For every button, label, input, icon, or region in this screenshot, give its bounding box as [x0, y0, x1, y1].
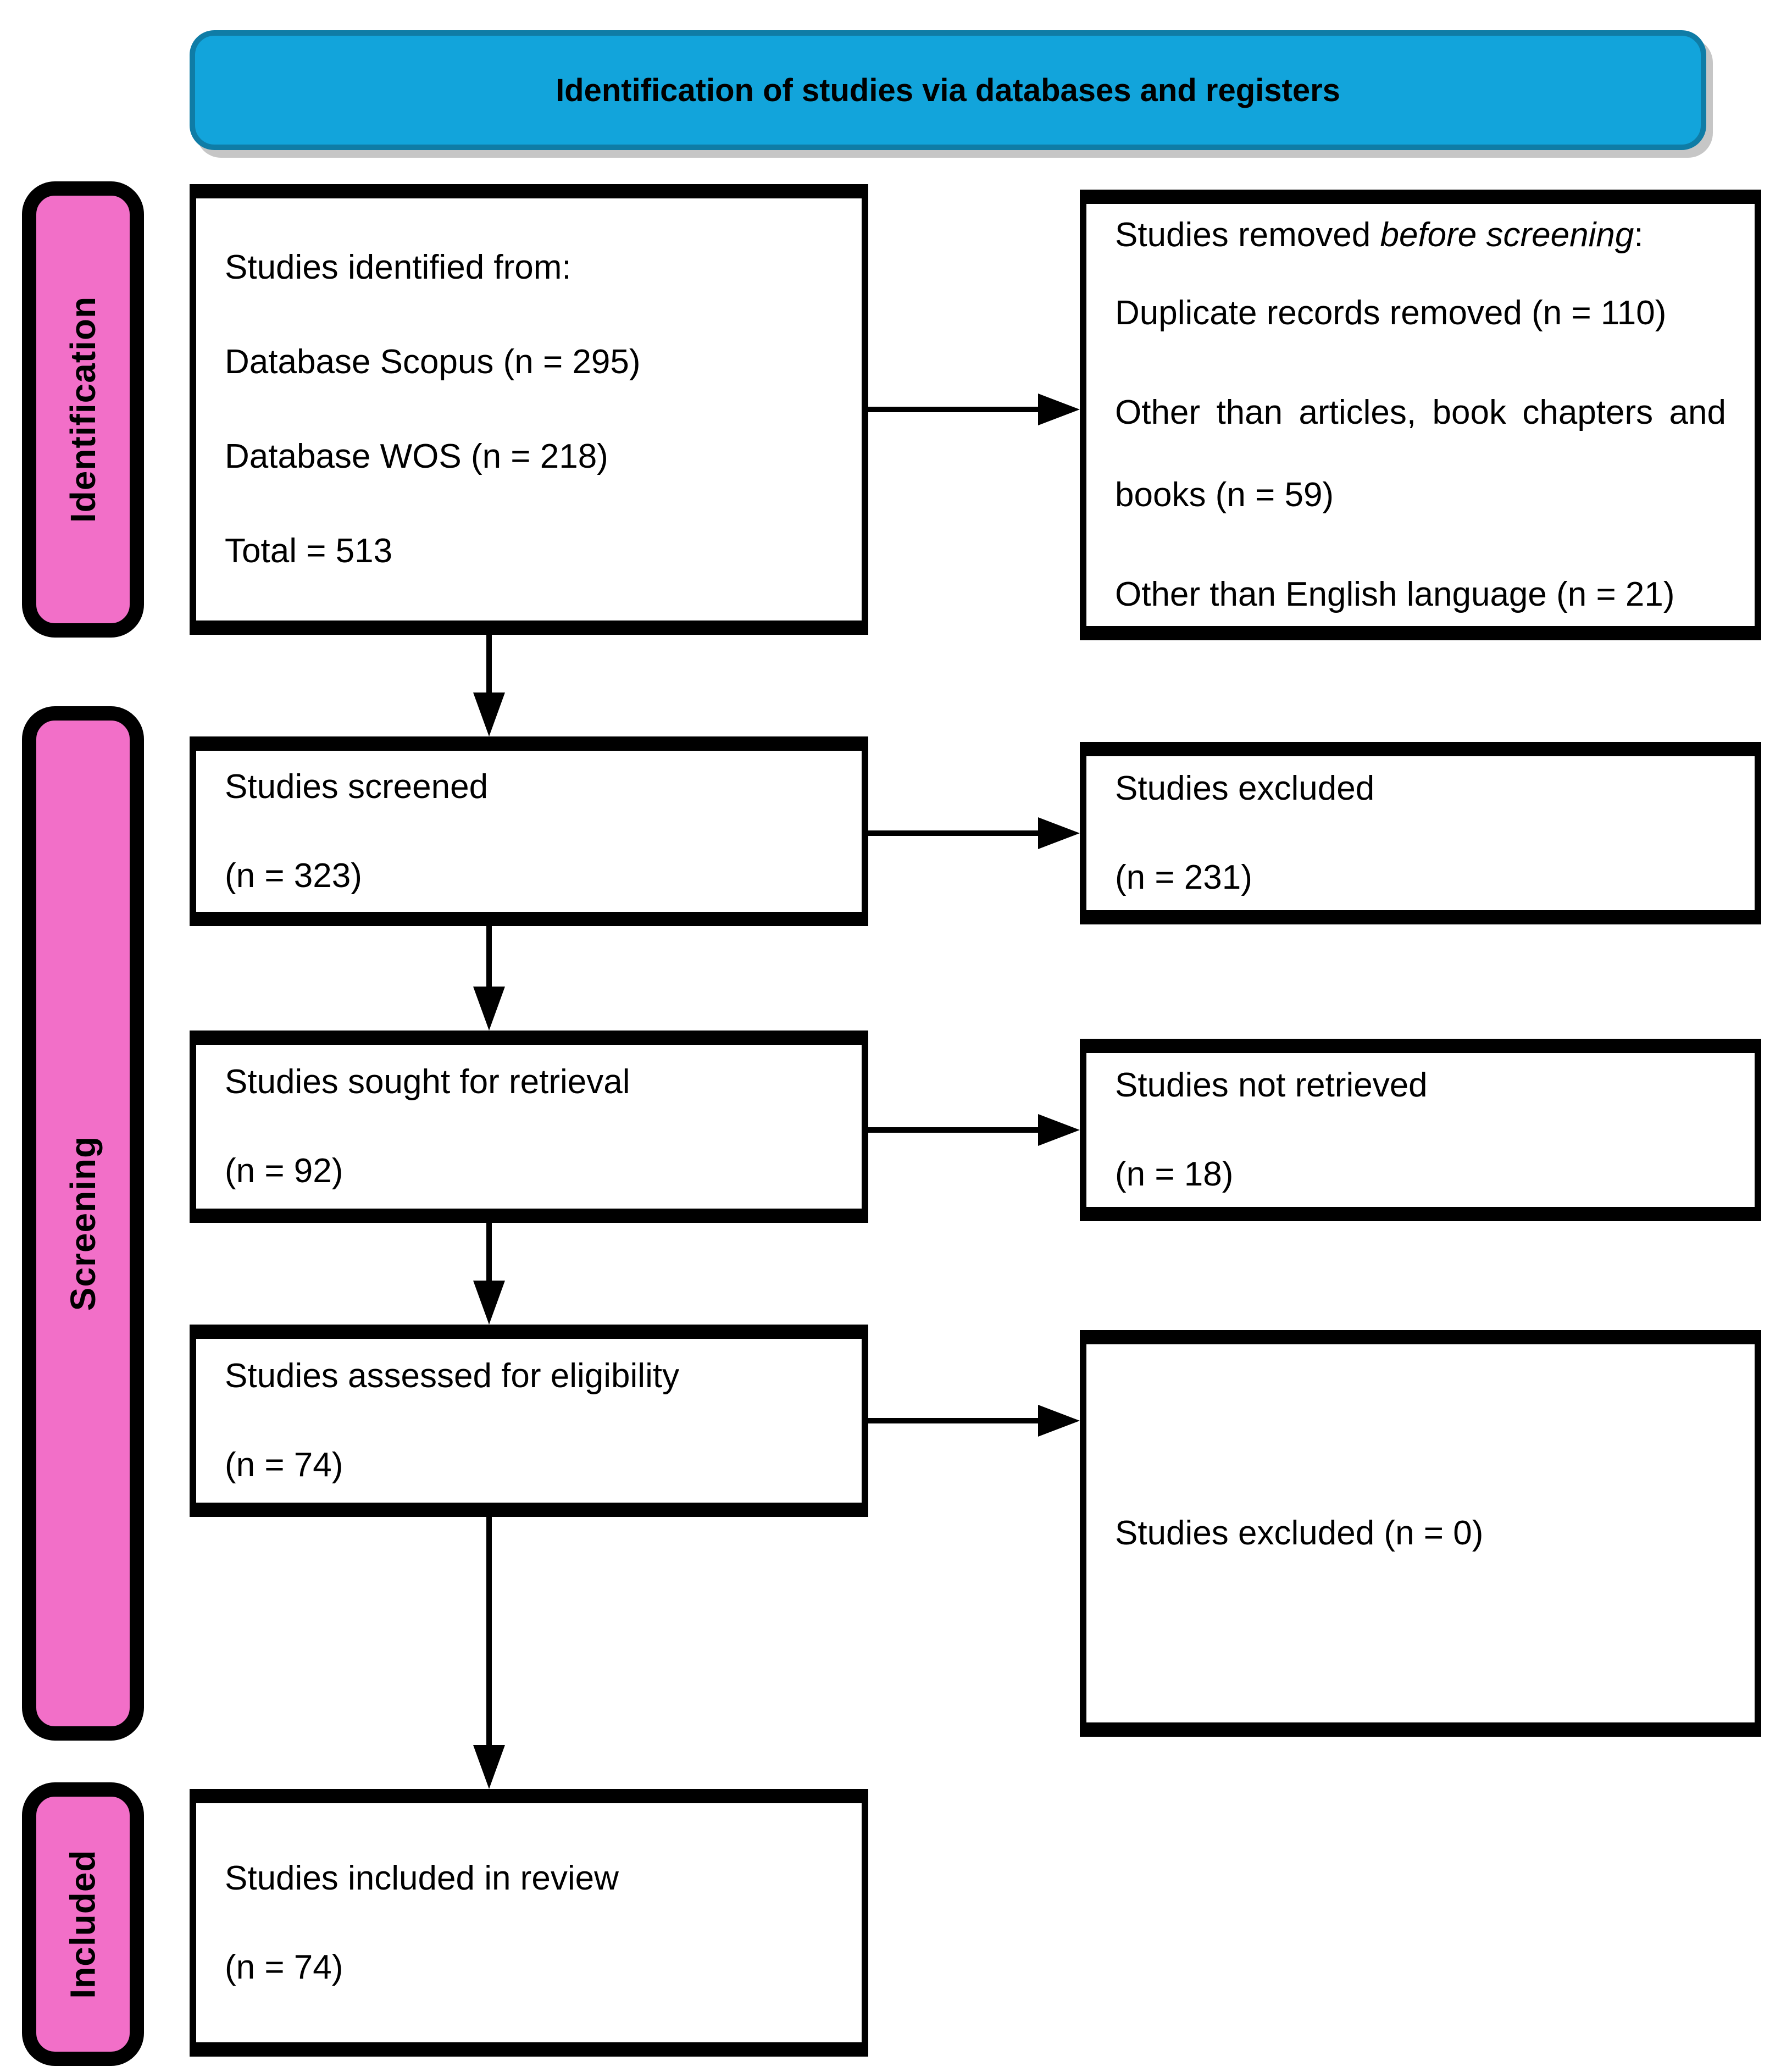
sought-line-1: Studies sought for retrieval: [225, 1063, 630, 1101]
excluded-screening-line-1: Studies excluded: [1115, 769, 1375, 807]
title-banner-label: Identification of studies via databases …: [556, 72, 1340, 108]
box-studies-sought: Studies sought for retrieval (n = 92): [190, 1031, 868, 1223]
arrow-identified-to-removed-shaft: [868, 407, 1039, 412]
arrow-assessed-to-excluded-shaft: [868, 1418, 1039, 1423]
removed-line-1-colon: :: [1634, 216, 1644, 254]
box-studies-screened: Studies screened (n = 323): [190, 736, 868, 926]
identified-line-4: Total = 513: [225, 532, 393, 570]
stage-label-identification-text: Identification: [63, 296, 103, 523]
identified-line-3: Database WOS (n = 218): [225, 437, 608, 475]
screened-line-2: (n = 323): [225, 856, 362, 895]
identified-line-2: Database Scopus (n = 295): [225, 343, 641, 381]
arrow-screened-to-excluded-head: [1038, 817, 1080, 849]
stage-label-identification: Identification: [22, 181, 144, 638]
removed-line-4: Other than English language (n = 21): [1115, 575, 1675, 613]
removed-line-3: Other than articles, book chapters and b…: [1115, 394, 1726, 514]
included-review-line-2: (n = 74): [225, 1948, 343, 1986]
box-studies-assessed: Studies assessed for eligibility (n = 74…: [190, 1325, 868, 1517]
sought-line-2: (n = 92): [225, 1152, 343, 1190]
box-studies-excluded-eligibility: Studies excluded (n = 0): [1080, 1330, 1761, 1737]
arrow-identified-to-screened-head: [473, 692, 505, 736]
stage-label-screening: Screening: [22, 706, 144, 1741]
arrow-screened-to-excluded-shaft: [868, 830, 1039, 836]
arrow-assessed-to-included-shaft: [486, 1517, 492, 1746]
box-studies-identified: Studies identified from: Database Scopus…: [190, 184, 868, 635]
arrow-sought-to-assessed-head: [473, 1281, 505, 1325]
box-studies-removed: Studies removed before screening: Duplic…: [1080, 190, 1761, 640]
box-studies-not-retrieved: Studies not retrieved (n = 18): [1080, 1039, 1761, 1221]
stage-label-included: Included: [22, 1782, 144, 2066]
excluded-eligibility-line-1: Studies excluded (n = 0): [1115, 1514, 1484, 1552]
arrow-assessed-to-excluded-head: [1038, 1405, 1080, 1437]
screened-line-1: Studies screened: [225, 767, 489, 806]
removed-line-1-italic: before screening: [1380, 216, 1634, 254]
box-studies-excluded-screening: Studies excluded (n = 231): [1080, 742, 1761, 924]
title-banner: Identification of studies via databases …: [190, 30, 1706, 150]
box-studies-included: Studies included in review (n = 74): [190, 1789, 868, 2057]
arrow-sought-to-assessed-shaft: [486, 1223, 492, 1282]
assessed-line-1: Studies assessed for eligibility: [225, 1357, 680, 1395]
identified-line-1: Studies identified from:: [225, 248, 572, 286]
removed-line-1-prefix: Studies removed: [1115, 216, 1380, 254]
not-retrieved-line-2: (n = 18): [1115, 1155, 1234, 1193]
assessed-line-2: (n = 74): [225, 1446, 343, 1484]
excluded-screening-line-2: (n = 231): [1115, 858, 1252, 896]
arrow-sought-to-not-retrieved-shaft: [868, 1127, 1039, 1133]
included-review-line-1: Studies included in review: [225, 1859, 619, 1897]
arrow-sought-to-not-retrieved-head: [1038, 1114, 1080, 1146]
arrow-screened-to-sought-shaft: [486, 926, 492, 988]
arrow-identified-to-removed-head: [1038, 394, 1080, 425]
arrow-screened-to-sought-head: [473, 987, 505, 1031]
stage-label-included-text: Included: [63, 1849, 103, 1999]
arrow-identified-to-screened-shaft: [486, 635, 492, 694]
removed-line-2: Duplicate records removed (n = 110): [1115, 294, 1667, 332]
arrow-assessed-to-included-head: [473, 1745, 505, 1789]
removed-line-1: Studies removed before screening:: [1115, 215, 1726, 255]
stage-label-screening-text: Screening: [63, 1135, 103, 1311]
not-retrieved-line-1: Studies not retrieved: [1115, 1066, 1428, 1104]
